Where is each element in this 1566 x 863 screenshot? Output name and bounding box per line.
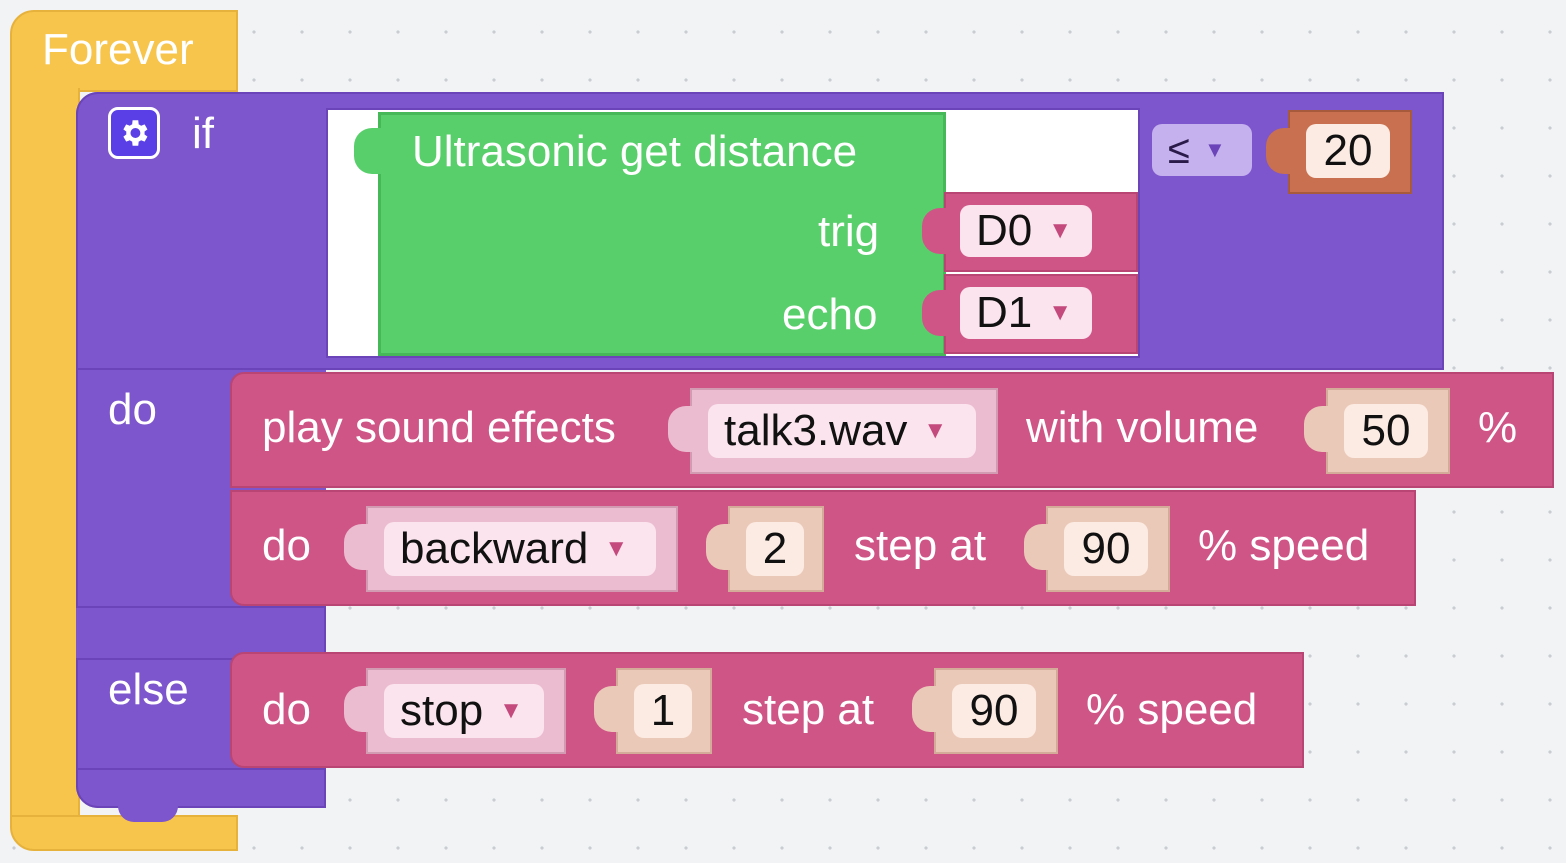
step-at-label: step at [854, 521, 987, 570]
else-direction-value: stop [400, 686, 484, 735]
volume-connector [1304, 406, 1336, 452]
volume-label: with volume [1026, 403, 1259, 452]
echo-label: echo [782, 290, 878, 339]
forever-arm [10, 88, 80, 828]
if-block-bottom [76, 768, 326, 808]
speed-connector [1024, 524, 1056, 570]
forever-top [10, 10, 238, 92]
forever-label: Forever [42, 25, 194, 74]
chevron-down-icon: ▼ [499, 697, 523, 724]
sound-file-dropdown[interactable]: talk3.wav ▼ [708, 404, 976, 458]
threshold-input[interactable]: 20 [1306, 124, 1390, 178]
chevron-down-icon: ▼ [1203, 137, 1226, 162]
else-do-label: do [262, 685, 311, 734]
direction-dropdown[interactable]: backward ▼ [384, 522, 656, 576]
else-steps-input[interactable]: 1 [634, 684, 692, 738]
else-direction-connector [344, 686, 376, 732]
else-direction-dropdown[interactable]: stop ▼ [384, 684, 544, 738]
trig-label: trig [818, 207, 880, 256]
else-speed-connector [912, 686, 944, 732]
threshold-connector [1266, 128, 1298, 174]
trig-pin-connector [922, 208, 954, 254]
echo-pin-connector [922, 290, 954, 336]
else-label: else [108, 665, 189, 714]
if-block-notch [118, 800, 178, 822]
operator-dropdown[interactable]: ≤ ▼ [1152, 124, 1252, 176]
chevron-down-icon: ▼ [604, 535, 629, 562]
sound-file-value: talk3.wav [724, 406, 908, 455]
direction-connector [344, 524, 376, 570]
gear-icon[interactable] [108, 107, 160, 159]
if-block-else-row [76, 606, 326, 660]
ultrasonic-label: Ultrasonic get distance [412, 127, 858, 176]
ultrasonic-connector [354, 128, 386, 174]
else-speed-label: % speed [1086, 685, 1258, 734]
ultrasonic-block[interactable] [378, 112, 946, 356]
if-label: if [192, 109, 214, 158]
sound-file-connector [668, 406, 700, 452]
else-steps-connector [594, 686, 626, 732]
percent-label: % [1478, 403, 1518, 452]
chevron-down-icon: ▼ [1048, 299, 1073, 326]
else-speed-input[interactable]: 90 [952, 684, 1036, 738]
play-sound-label: play sound effects [262, 403, 616, 452]
steps-connector [706, 524, 738, 570]
chevron-down-icon: ▼ [923, 417, 948, 444]
trig-pin-dropdown[interactable]: D0 ▼ [960, 205, 1092, 257]
speed-input[interactable]: 90 [1064, 522, 1148, 576]
else-step-at-label: step at [742, 685, 875, 734]
speed-label: % speed [1198, 521, 1370, 570]
echo-pin-value: D1 [976, 288, 1033, 337]
move-do-label: do [262, 521, 311, 570]
volume-input[interactable]: 50 [1344, 404, 1428, 458]
operator-value: ≤ [1168, 127, 1190, 172]
trig-pin-value: D0 [976, 206, 1033, 255]
steps-input[interactable]: 2 [746, 522, 804, 576]
forever-bottom [10, 815, 238, 851]
direction-value: backward [400, 524, 589, 573]
do-label: do [108, 385, 157, 434]
chevron-down-icon: ▼ [1048, 217, 1073, 244]
echo-pin-dropdown[interactable]: D1 ▼ [960, 287, 1092, 339]
gear-glyph [123, 120, 148, 146]
